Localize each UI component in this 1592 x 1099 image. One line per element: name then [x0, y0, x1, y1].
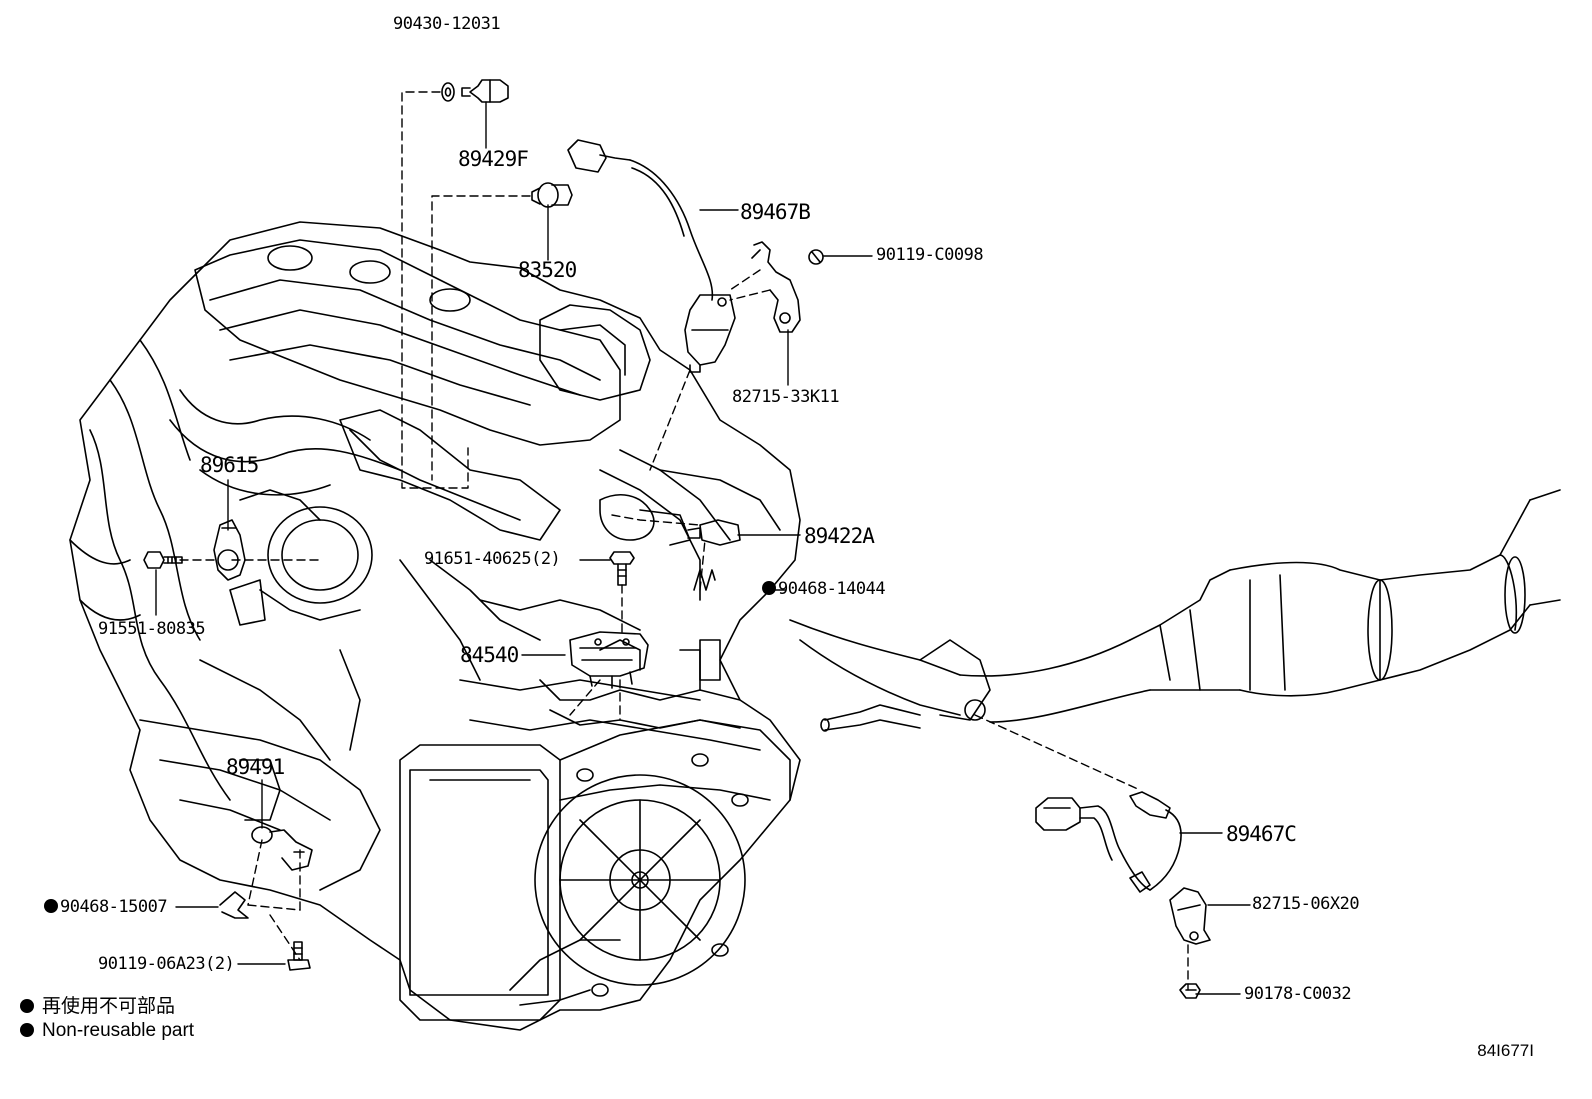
- gasket-90430-12031: [441, 82, 455, 102]
- bolt-90119-06A23: [287, 941, 311, 971]
- legend-text-japanese: 再使用不可部品: [42, 996, 176, 1017]
- part-label-89422A: 89422A: [804, 524, 875, 548]
- exhaust-assembly: [789, 489, 1561, 732]
- part-label-91651-40625: 91651-40625(2): [424, 549, 561, 569]
- non-reusable-marker-icon: [20, 999, 34, 1013]
- bracket-82715-06X20: [1169, 887, 1211, 945]
- switch-84540: [569, 631, 649, 689]
- part-label-89615: 89615: [200, 453, 259, 477]
- illustration-code: 84I677I: [1477, 1041, 1534, 1060]
- non-reusable-marker-icon: [20, 1023, 34, 1037]
- part-label-89429F: 89429F: [458, 147, 529, 171]
- sensor-89615: [213, 519, 246, 581]
- sensor-89429F: [461, 79, 509, 103]
- part-number-text: 90468-15007: [60, 897, 168, 917]
- clamp-90468-15007: [219, 891, 249, 919]
- legend-row-japanese: 再使用不可部品: [20, 996, 175, 1018]
- bracket-82715-33K11: [751, 241, 801, 333]
- clip-90468-14044: [693, 569, 716, 591]
- part-label-89467C: 89467C: [1226, 822, 1297, 846]
- part-number-text: 90468-14044: [778, 579, 886, 599]
- part-label-90468-15007: 90468-15007: [44, 897, 168, 917]
- leader-lines: [179, 91, 1189, 991]
- part-label-82715-33K11: 82715-33K11: [732, 387, 840, 407]
- nut-90178-C0032: [1179, 983, 1201, 999]
- part-label-90468-14044: 90468-14044: [762, 579, 886, 599]
- label-leaders: [155, 101, 1251, 995]
- part-label-89491: 89491: [226, 755, 285, 779]
- part-label-83520: 83520: [518, 258, 577, 282]
- part-label-90119-C0098: 90119-C0098: [876, 245, 984, 265]
- part-label-89467B: 89467B: [740, 200, 811, 224]
- bolt-90119-C0098: [808, 249, 824, 265]
- part-label-82715-06X20: 82715-06X20: [1252, 894, 1360, 914]
- part-label-90430-12031: 90430-12031: [393, 14, 501, 34]
- part-label-90119-06A23: 90119-06A23(2): [98, 954, 235, 974]
- part-label-84540: 84540: [460, 643, 519, 667]
- engine-assembly: [69, 221, 801, 1031]
- sensor-89491: [251, 826, 313, 871]
- part-label-91551-80835: 91551-80835: [98, 619, 206, 639]
- oxygen-sensor-89467C: [1035, 791, 1182, 893]
- part-label-90178-C0032: 90178-C0032: [1244, 984, 1352, 1004]
- non-reusable-marker-icon: [762, 581, 776, 595]
- bolt-91551-80835: [143, 551, 183, 569]
- bolt-91651-40625: [609, 551, 635, 586]
- switch-83520: [531, 182, 573, 208]
- non-reusable-marker-icon: [44, 899, 58, 913]
- sensor-89422A: [687, 519, 741, 546]
- legend-text-english: Non-reusable part: [42, 1020, 195, 1041]
- legend-row-english: Non-reusable part: [20, 1020, 194, 1042]
- oxygen-sensor-89467B: [567, 139, 736, 373]
